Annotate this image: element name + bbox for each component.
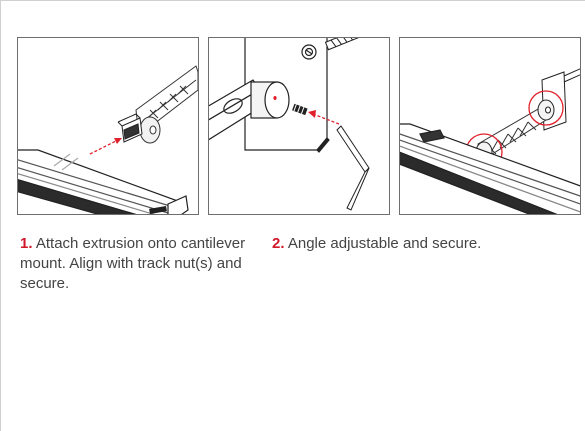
step-1-number: 1. <box>20 235 33 252</box>
illustration-panel-3 <box>399 37 581 215</box>
step-1-caption: 1. Attach extrusion onto cantilever moun… <box>20 234 255 294</box>
secured-assembly-illustration <box>400 68 580 214</box>
step-2-number: 2. <box>272 235 285 252</box>
step-2-text: Angle adjustable and secure. <box>287 235 482 252</box>
step-1-text: Attach extrusion onto cantilever mount. … <box>20 235 246 292</box>
illustration-panel-1 <box>17 37 199 215</box>
extrusion-attach-illustration <box>18 65 198 214</box>
angle-screw-illustration <box>209 38 376 211</box>
illustration-panel-2 <box>208 37 390 215</box>
step-2-caption: 2. Angle adjustable and secure. <box>272 234 562 254</box>
